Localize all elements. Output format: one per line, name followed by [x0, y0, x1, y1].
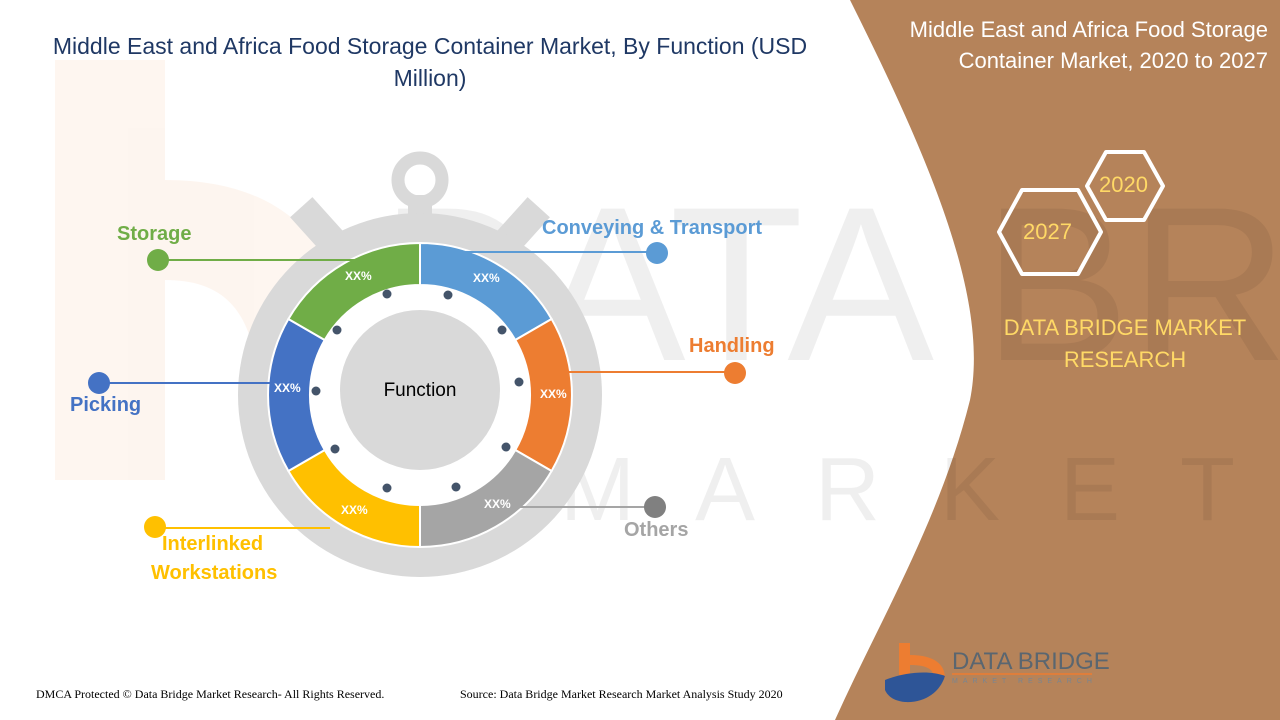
handling-marker	[724, 362, 746, 384]
center-circle	[340, 310, 500, 470]
chart-title: Middle East and Africa Food Storage Cont…	[52, 33, 808, 91]
pct-conveying: XX%	[473, 271, 500, 285]
storage-marker	[147, 249, 169, 271]
picking-marker	[88, 372, 110, 394]
svg-text:MARKET RESEARCH: MARKET RESEARCH	[560, 440, 1280, 540]
logo-name: DATA BRIDGE	[952, 648, 1110, 675]
pct-interlinked: XX%	[341, 503, 368, 517]
others-marker	[644, 496, 666, 518]
year-hexagons	[997, 150, 1165, 276]
year-2027-label: 2027	[1023, 219, 1072, 244]
conveying-marker	[646, 242, 668, 264]
logo-mark	[885, 643, 1092, 703]
donut-chart	[267, 241, 573, 549]
hexagon-2027	[997, 188, 1103, 276]
label-picking: Picking	[70, 394, 142, 416]
label-others: Others	[624, 519, 689, 541]
connectors	[88, 242, 746, 538]
label-handling: Handling	[689, 335, 775, 357]
label-conveying: Conveying & Transport	[542, 217, 763, 239]
interlinked-marker	[144, 516, 166, 538]
label-storage: Storage	[117, 223, 192, 245]
brand-text: DATA BRIDGE MARKET RESEARCH	[1003, 315, 1247, 372]
dial-dots	[311, 289, 524, 493]
side-panel-title: Middle East and Africa Food Storage Cont…	[909, 17, 1268, 73]
source-text: Source: Data Bridge Market Research Mark…	[460, 687, 783, 701]
pct-picking: XX%	[274, 381, 301, 395]
center-label: Function	[383, 380, 457, 401]
segment-storage[interactable]	[287, 241, 421, 342]
logo-tagline: MARKET RESEARCH	[952, 678, 1097, 685]
copyright-text: DMCA Protected © Data Bridge Market Rese…	[36, 687, 385, 701]
pct-handling: XX%	[540, 387, 567, 401]
label-interlinked-line2: Workstations	[151, 562, 278, 584]
pct-storage: XX%	[345, 269, 372, 283]
side-panel-bg	[835, 0, 1280, 720]
year-2020-label: 2020	[1099, 172, 1148, 197]
pct-others: XX%	[484, 497, 511, 511]
label-interlinked-line1: Interlinked	[162, 533, 264, 555]
hexagon-2020	[1085, 150, 1165, 222]
